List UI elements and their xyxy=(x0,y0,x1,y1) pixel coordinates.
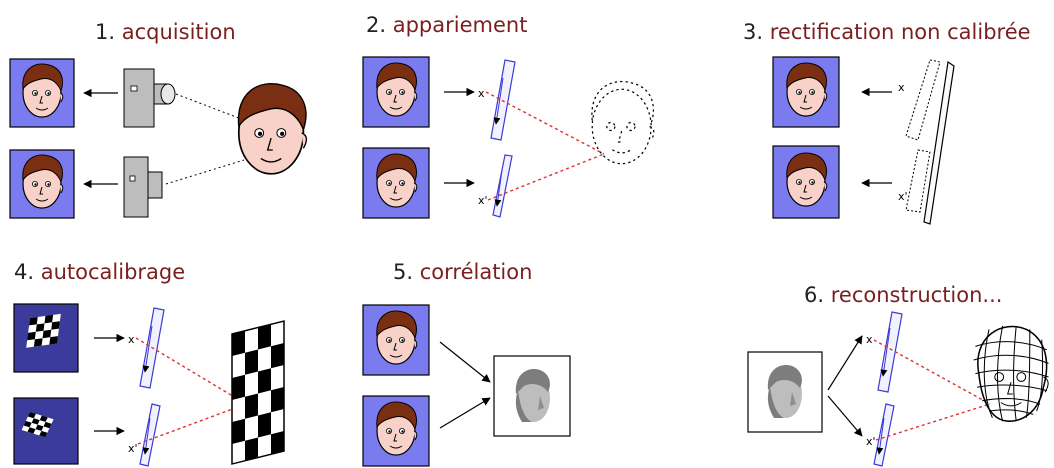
image-plane xyxy=(490,59,516,141)
step-2-title: 2. appariement xyxy=(366,15,527,36)
face-image xyxy=(376,62,418,117)
step-4-title: 4. autocalibrage xyxy=(14,262,185,283)
checkerboard-thumbnail xyxy=(21,412,54,438)
image-plane xyxy=(877,311,903,393)
step-3-number: 3. xyxy=(743,20,764,44)
step-5-panel xyxy=(362,304,571,467)
step-3-title: 3. rectification non calibrée xyxy=(743,22,1031,43)
face-image xyxy=(376,153,418,208)
step-2-number: 2. xyxy=(366,13,387,37)
step-3-label: rectification non calibrée xyxy=(769,20,1031,44)
projection-ray xyxy=(873,339,991,405)
projection-ray xyxy=(875,403,991,441)
step-5-number: 5. xyxy=(393,260,414,284)
wireframe-head xyxy=(973,325,1049,422)
step-1-panel xyxy=(9,58,308,219)
image-plane xyxy=(139,403,161,467)
step-1-title: 1. acquisition xyxy=(95,22,236,43)
image-plane xyxy=(873,403,895,467)
step-5-title: 5. corrélation xyxy=(393,262,532,283)
step-3-panel: x x' xyxy=(772,56,955,225)
face-image xyxy=(376,310,418,365)
step-6-label: reconstruction... xyxy=(830,283,1003,307)
camera-icon xyxy=(123,68,176,128)
image-plane xyxy=(492,154,513,218)
face-image xyxy=(376,401,418,456)
step-4-label: autocalibrage xyxy=(40,260,186,284)
step-4-panel: x x' xyxy=(13,303,285,467)
projection-ray xyxy=(487,153,605,201)
subject-head xyxy=(237,83,308,175)
step-6-panel: x x' xyxy=(747,311,1049,467)
camera-icon xyxy=(123,156,163,218)
projection-ray xyxy=(137,403,247,445)
face-image xyxy=(786,152,828,207)
point-mark-x: x xyxy=(128,333,135,346)
point-mark-x-prime: x' xyxy=(866,435,876,448)
step-4-number: 4. xyxy=(14,260,35,284)
point-mark-x: x xyxy=(866,333,873,346)
calibration-checkerboard xyxy=(231,320,285,465)
original-plane xyxy=(905,149,931,213)
step-5-label: corrélation xyxy=(419,260,533,284)
original-plane xyxy=(905,59,941,141)
step-2-label: appariement xyxy=(392,13,528,37)
point-mark-x-prime: x' xyxy=(478,194,488,207)
point-mark-x-prime: x' xyxy=(898,190,908,203)
projection-ray xyxy=(485,91,605,155)
depth-face xyxy=(515,369,550,422)
step-1-number: 1. xyxy=(95,20,116,44)
face-image xyxy=(22,63,64,118)
rectified-plane xyxy=(923,60,955,225)
step-2-panel: x x' xyxy=(362,56,655,219)
point-mark-x-prime: x' xyxy=(128,442,138,455)
face-image xyxy=(22,154,64,209)
checkerboard-thumbnail xyxy=(26,313,61,348)
point-mark-x: x xyxy=(478,87,485,100)
face-image xyxy=(786,62,828,117)
step-1-label: acquisition xyxy=(121,20,236,44)
step-6-title: 6. reconstruction... xyxy=(804,285,1002,306)
dotted-head xyxy=(591,81,655,165)
step-6-number: 6. xyxy=(804,283,825,307)
point-mark-x: x xyxy=(898,81,905,94)
depth-face xyxy=(767,365,802,418)
